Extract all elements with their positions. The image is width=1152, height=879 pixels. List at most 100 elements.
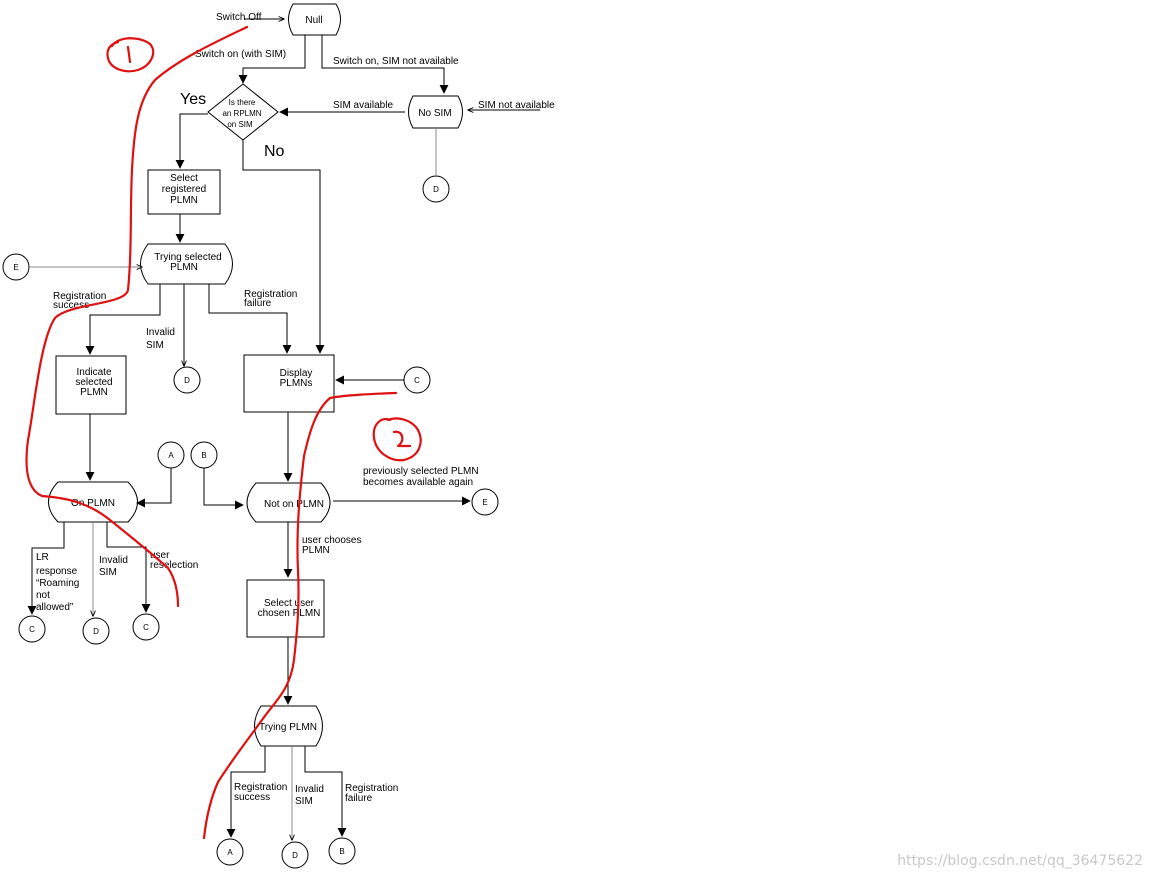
svg-text:E: E	[13, 263, 18, 272]
state-no-sim-label: No SIM	[418, 108, 451, 119]
select-registered-line-2: registered	[162, 184, 206, 195]
label-on-plmn-invalid-sim-1: Invalid	[99, 555, 128, 566]
box-select-user-chosen-plmn: Select user chosen PLMN	[246, 579, 325, 638]
trying-selected-line-2: PLMN	[170, 262, 198, 273]
select-user-chosen-line-2: chosen PLMN	[258, 608, 321, 619]
decision-rplmn-on-sim: Is there an RPLMN on SIM	[207, 83, 279, 141]
edge-a-to-on-plmn	[136, 468, 172, 508]
svg-text:B: B	[339, 847, 344, 856]
watermark: https://blog.csdn.net/qq_36475622	[897, 853, 1143, 869]
label-trying-registration-success-1: Registration	[234, 782, 287, 793]
label-registration-failure-1: Registration	[244, 289, 297, 300]
decision-no-label: No	[264, 143, 285, 160]
select-user-chosen-line-1: Select user	[264, 598, 315, 609]
label-lr-response-5: allowed”	[36, 602, 73, 613]
box-select-registered-plmn: Select registered PLMN	[147, 169, 221, 215]
edge-b-to-not-on-plmn	[203, 468, 244, 510]
decision-line-1: Is there	[229, 98, 256, 107]
state-on-plmn-label: On PLMN	[71, 498, 115, 509]
label-user-reselection-2: reselection	[150, 560, 198, 571]
svg-text:C: C	[29, 625, 35, 634]
box-display-plmns: Display PLMNs	[243, 354, 335, 413]
connector-c-bottom-mid: C	[132, 613, 160, 641]
connector-d-mid: D	[173, 366, 201, 394]
edge-lr-response	[27, 522, 65, 615]
connector-a-top: A	[157, 441, 185, 469]
edge-trying-registration-failure	[304, 746, 347, 837]
svg-text:D: D	[292, 851, 298, 860]
label-invalid-sim-1: Invalid	[146, 327, 175, 338]
edge-labels: Switch Off Switch on (with SIM) Switch o…	[36, 12, 555, 807]
edge-user-reselection	[106, 522, 151, 613]
label-switch-off: Switch Off	[216, 12, 262, 23]
connector-d-bottom: D	[281, 841, 309, 869]
label-lr-response-4: not	[36, 590, 50, 601]
svg-text:E: E	[482, 498, 487, 507]
box-indicate-selected-plmn: Indicate selected PLMN	[55, 355, 127, 415]
edge-decision-yes	[175, 113, 208, 169]
select-registered-line-1: Select	[170, 173, 198, 184]
edge-registration-failure	[208, 284, 292, 354]
edge-registration-success	[85, 284, 161, 355]
display-plmns-line-2: PLMNs	[280, 378, 313, 389]
edge-switch-on-no-sim	[321, 35, 449, 94]
indicate-selected-line-1: Indicate	[76, 367, 111, 378]
trying-selected-line-1: Trying selected	[154, 252, 221, 263]
svg-text:A: A	[168, 451, 174, 460]
label-user-chooses-2: PLMN	[302, 545, 330, 556]
label-lr-response-3: “Roaming	[36, 578, 79, 589]
label-registration-failure-2: failure	[244, 298, 272, 309]
state-trying-plmn-label: Trying PLMN	[259, 722, 317, 733]
display-plmns-line-1: Display	[280, 368, 313, 379]
state-trying-selected-plmn: Trying selected PLMN	[140, 243, 233, 285]
label-registration-success-2: success	[53, 300, 89, 311]
svg-text:C: C	[414, 376, 420, 385]
annotation-mark-2	[372, 417, 422, 462]
state-not-on-plmn: Not on PLMN	[246, 482, 331, 523]
state-null: Null	[288, 3, 341, 36]
connector-b-top: B	[190, 441, 218, 469]
label-trying-invalid-sim-2: SIM	[295, 796, 313, 807]
label-switch-on-with-sim: Switch on (with SIM)	[195, 49, 286, 60]
connector-a-bottom: A	[216, 838, 244, 866]
connector-e-right: E	[471, 488, 499, 516]
label-user-chooses-1: user chooses	[302, 535, 361, 546]
svg-text:A: A	[227, 848, 233, 857]
label-trying-registration-failure-1: Registration	[345, 783, 398, 794]
indicate-selected-line-3: PLMN	[80, 387, 108, 398]
label-previously-selected-2: becomes available again	[363, 477, 473, 488]
select-registered-line-3: PLMN	[170, 195, 198, 206]
state-null-label: Null	[305, 15, 322, 26]
annotation-mark-1	[106, 37, 155, 73]
edges	[27, 19, 540, 840]
label-trying-registration-success-2: success	[234, 792, 270, 803]
decision-line-3: on SIM	[227, 120, 253, 129]
edge-decision-no	[242, 140, 325, 354]
label-sim-available: SIM available	[333, 100, 393, 111]
decision-line-2: an RPLMN	[222, 109, 261, 118]
state-not-on-plmn-label: Not on PLMN	[264, 499, 324, 510]
decision-yes-label: Yes	[180, 91, 206, 108]
label-sim-not-available: SIM not available	[478, 100, 555, 111]
label-lr-response-2: response	[36, 566, 78, 577]
state-trying-plmn: Trying PLMN	[254, 705, 323, 747]
connector-d-bottom-left: D	[82, 617, 110, 645]
label-previously-selected-1: previously selected PLMN	[363, 466, 479, 477]
red-annotations	[25, 25, 422, 840]
svg-text:B: B	[201, 451, 206, 460]
connector-b-bottom: B	[328, 837, 356, 865]
label-on-plmn-invalid-sim-2: SIM	[99, 567, 117, 578]
label-switch-on-no-sim: Switch on, SIM not available	[333, 56, 459, 67]
state-on-plmn: On PLMN	[48, 481, 138, 523]
connector-d-top: D	[422, 175, 450, 203]
svg-text:C: C	[143, 623, 149, 632]
state-no-sim: No SIM	[408, 95, 463, 129]
connector-e-left: E	[2, 253, 30, 281]
label-trying-invalid-sim-1: Invalid	[295, 784, 324, 795]
edge-switch-on-with-sim	[238, 35, 306, 84]
label-lr-response-1: LR	[36, 552, 49, 563]
connector-c-bottom-left: C	[18, 615, 46, 643]
label-invalid-sim-2: SIM	[146, 340, 164, 351]
annotation-path-1	[25, 25, 249, 608]
